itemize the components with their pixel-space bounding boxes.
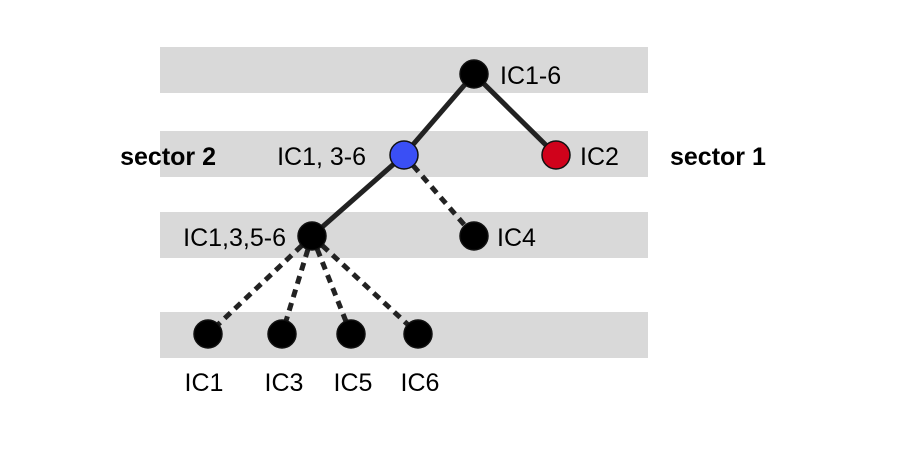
label-ic1-3-6: IC1, 3-6 bbox=[277, 143, 366, 171]
node-ic2 bbox=[541, 140, 571, 170]
label-ic1-3-5-6: IC1,3,5-6 bbox=[183, 224, 286, 252]
node-ic4 bbox=[459, 221, 489, 251]
label-leaf-ic1: IC1 bbox=[185, 369, 224, 397]
label-leaf-ic3: IC3 bbox=[265, 369, 304, 397]
node-root bbox=[459, 59, 489, 89]
leaf-ic6 bbox=[403, 319, 433, 349]
tree-nodes bbox=[193, 59, 571, 349]
edge-n1-n3 bbox=[310, 153, 406, 238]
band-level-3 bbox=[160, 212, 648, 258]
label-leaf-ic6: IC6 bbox=[401, 369, 440, 397]
label-ic2: IC2 bbox=[580, 143, 619, 171]
edge-n3-l5 bbox=[309, 235, 354, 335]
leaf-ic1 bbox=[193, 319, 223, 349]
node-ic1-3-5-6 bbox=[297, 221, 327, 251]
edge-n1-n4 bbox=[402, 153, 476, 238]
node-labels: IC1-6 IC1, 3-6 IC2 IC1,3,5-6 IC4 IC1 IC3… bbox=[183, 62, 619, 397]
edge-root-n1 bbox=[402, 72, 476, 157]
sector-right-label: sector 1 bbox=[670, 143, 766, 171]
leaf-ic5 bbox=[336, 319, 366, 349]
node-ic1-3-6 bbox=[389, 140, 419, 170]
edge-n3-l3 bbox=[279, 235, 315, 335]
sector-left-label: sector 2 bbox=[120, 143, 216, 171]
edge-root-n2 bbox=[472, 72, 558, 157]
level-bands bbox=[160, 47, 648, 358]
label-root: IC1-6 bbox=[500, 62, 561, 90]
tree-edges bbox=[206, 72, 558, 336]
edge-n3-l6 bbox=[310, 234, 420, 336]
label-ic4: IC4 bbox=[497, 224, 536, 252]
band-level-1 bbox=[160, 47, 648, 93]
sector-labels: sector 2 sector 1 bbox=[120, 143, 766, 171]
edge-n3-l1 bbox=[206, 234, 314, 336]
leaf-ic3 bbox=[267, 319, 297, 349]
label-leaf-ic5: IC5 bbox=[334, 369, 373, 397]
